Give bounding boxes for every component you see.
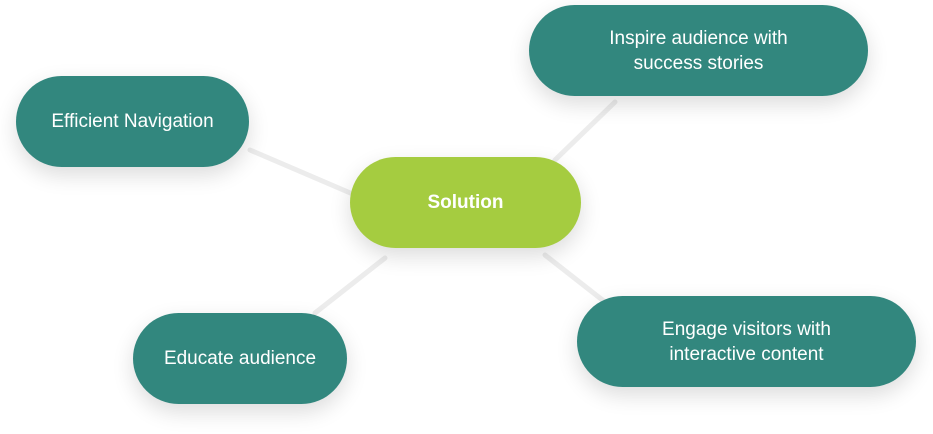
connector-educate-audience (312, 255, 388, 316)
node-label: Inspire audience with success stories (609, 27, 788, 74)
node-educate-audience: Educate audience (133, 313, 347, 404)
connector-inspire-audience (552, 99, 618, 163)
node-efficient-navigation: Efficient Navigation (16, 76, 249, 167)
node-label: Educate audience (163, 348, 317, 369)
node-solution: Solution (350, 157, 581, 248)
node-engage-visitors: Engage visitors with interactive content (577, 296, 916, 387)
node-label: Efficient Navigation (51, 111, 214, 132)
node-inspire-audience: Inspire audience with success stories (529, 5, 868, 96)
node-label: Engage visitors with interactive content (662, 318, 831, 365)
connector-engage-visitors (542, 252, 608, 305)
connector-efficient-navigation (247, 147, 358, 198)
node-label: Solution (427, 192, 504, 213)
